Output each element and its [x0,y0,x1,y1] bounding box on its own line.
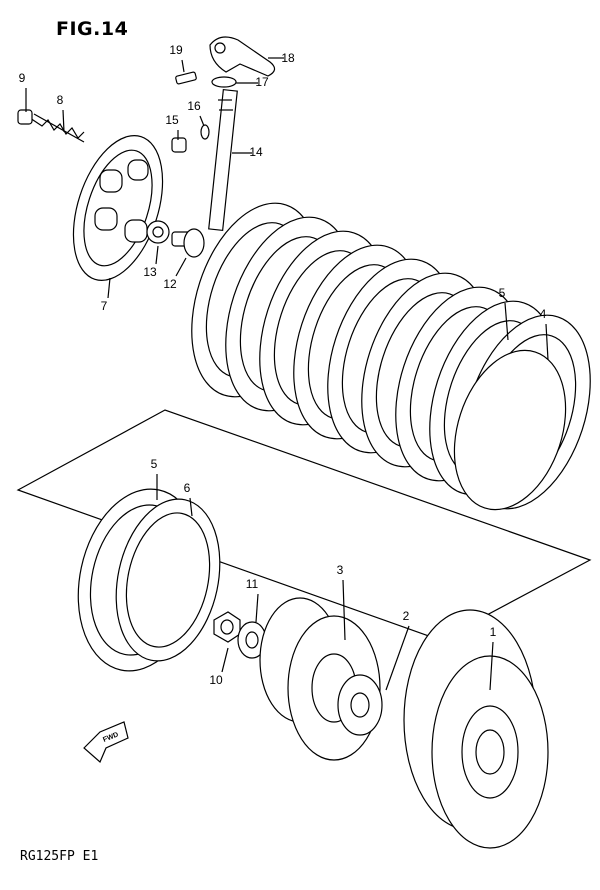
callout-leader [199,115,205,127]
callout-leader [181,59,185,73]
pressure-plate [72,135,164,281]
shaft-washer [200,76,237,140]
callout-leader [545,323,549,361]
lower-drive-plate [115,498,221,662]
callout-label-c13: 13 [143,265,157,279]
callout-label-c1: 1 [490,625,497,639]
callout-label-c18: 18 [281,51,295,65]
release-shaft [208,88,238,232]
callout-label-c5b: 5 [151,457,158,471]
callout-leader [489,641,494,691]
callout-leader [504,302,509,341]
callout-label-c5a: 5 [499,286,506,300]
callout-label-c10: 10 [209,673,223,687]
callout-label-c19: 19 [169,43,183,57]
clutch-plate-stack [191,202,591,511]
thrust-washer [337,674,383,736]
callout-leader [155,245,159,265]
callout-label-c14: 14 [249,145,263,159]
callout-leader [255,593,259,623]
callout-leader [342,579,346,641]
plate-stack-frame [16,409,592,641]
callout-leader [175,257,187,277]
clutch-spring [29,113,85,143]
figure-title: FIG.14 [56,18,129,40]
callout-label-c8: 8 [57,93,64,107]
model-code: RG125FP E1 [20,849,99,864]
callout-label-c2: 2 [403,609,410,623]
callout-label-c9: 9 [19,71,26,85]
callout-leader [189,497,193,517]
callout-leader [385,625,410,691]
callout-label-c12: 12 [163,277,177,291]
callout-leader [62,109,65,133]
release-bearing [146,220,170,244]
callout-label-c7: 7 [101,299,108,313]
cover-bolt [171,137,187,153]
front-drive-plate [453,349,567,511]
callout-leader [221,647,229,673]
spring-bolt [17,109,33,125]
push-piece [171,228,205,258]
arm-bolt [175,71,197,85]
clutch-nut [213,611,241,643]
callout-label-c11: 11 [246,577,259,591]
callout-label-c16: 16 [187,99,201,113]
callout-label-c17: 17 [255,75,269,89]
callout-label-c15: 15 [165,113,179,127]
callout-label-c6: 6 [184,481,191,495]
clutch-outer-housing [403,609,549,849]
release-arm [209,36,276,77]
forward-arrow: FWD [83,721,129,763]
callout-leader [107,277,111,299]
callout-label-c3: 3 [337,563,344,577]
callout-label-c4: 4 [540,307,547,321]
